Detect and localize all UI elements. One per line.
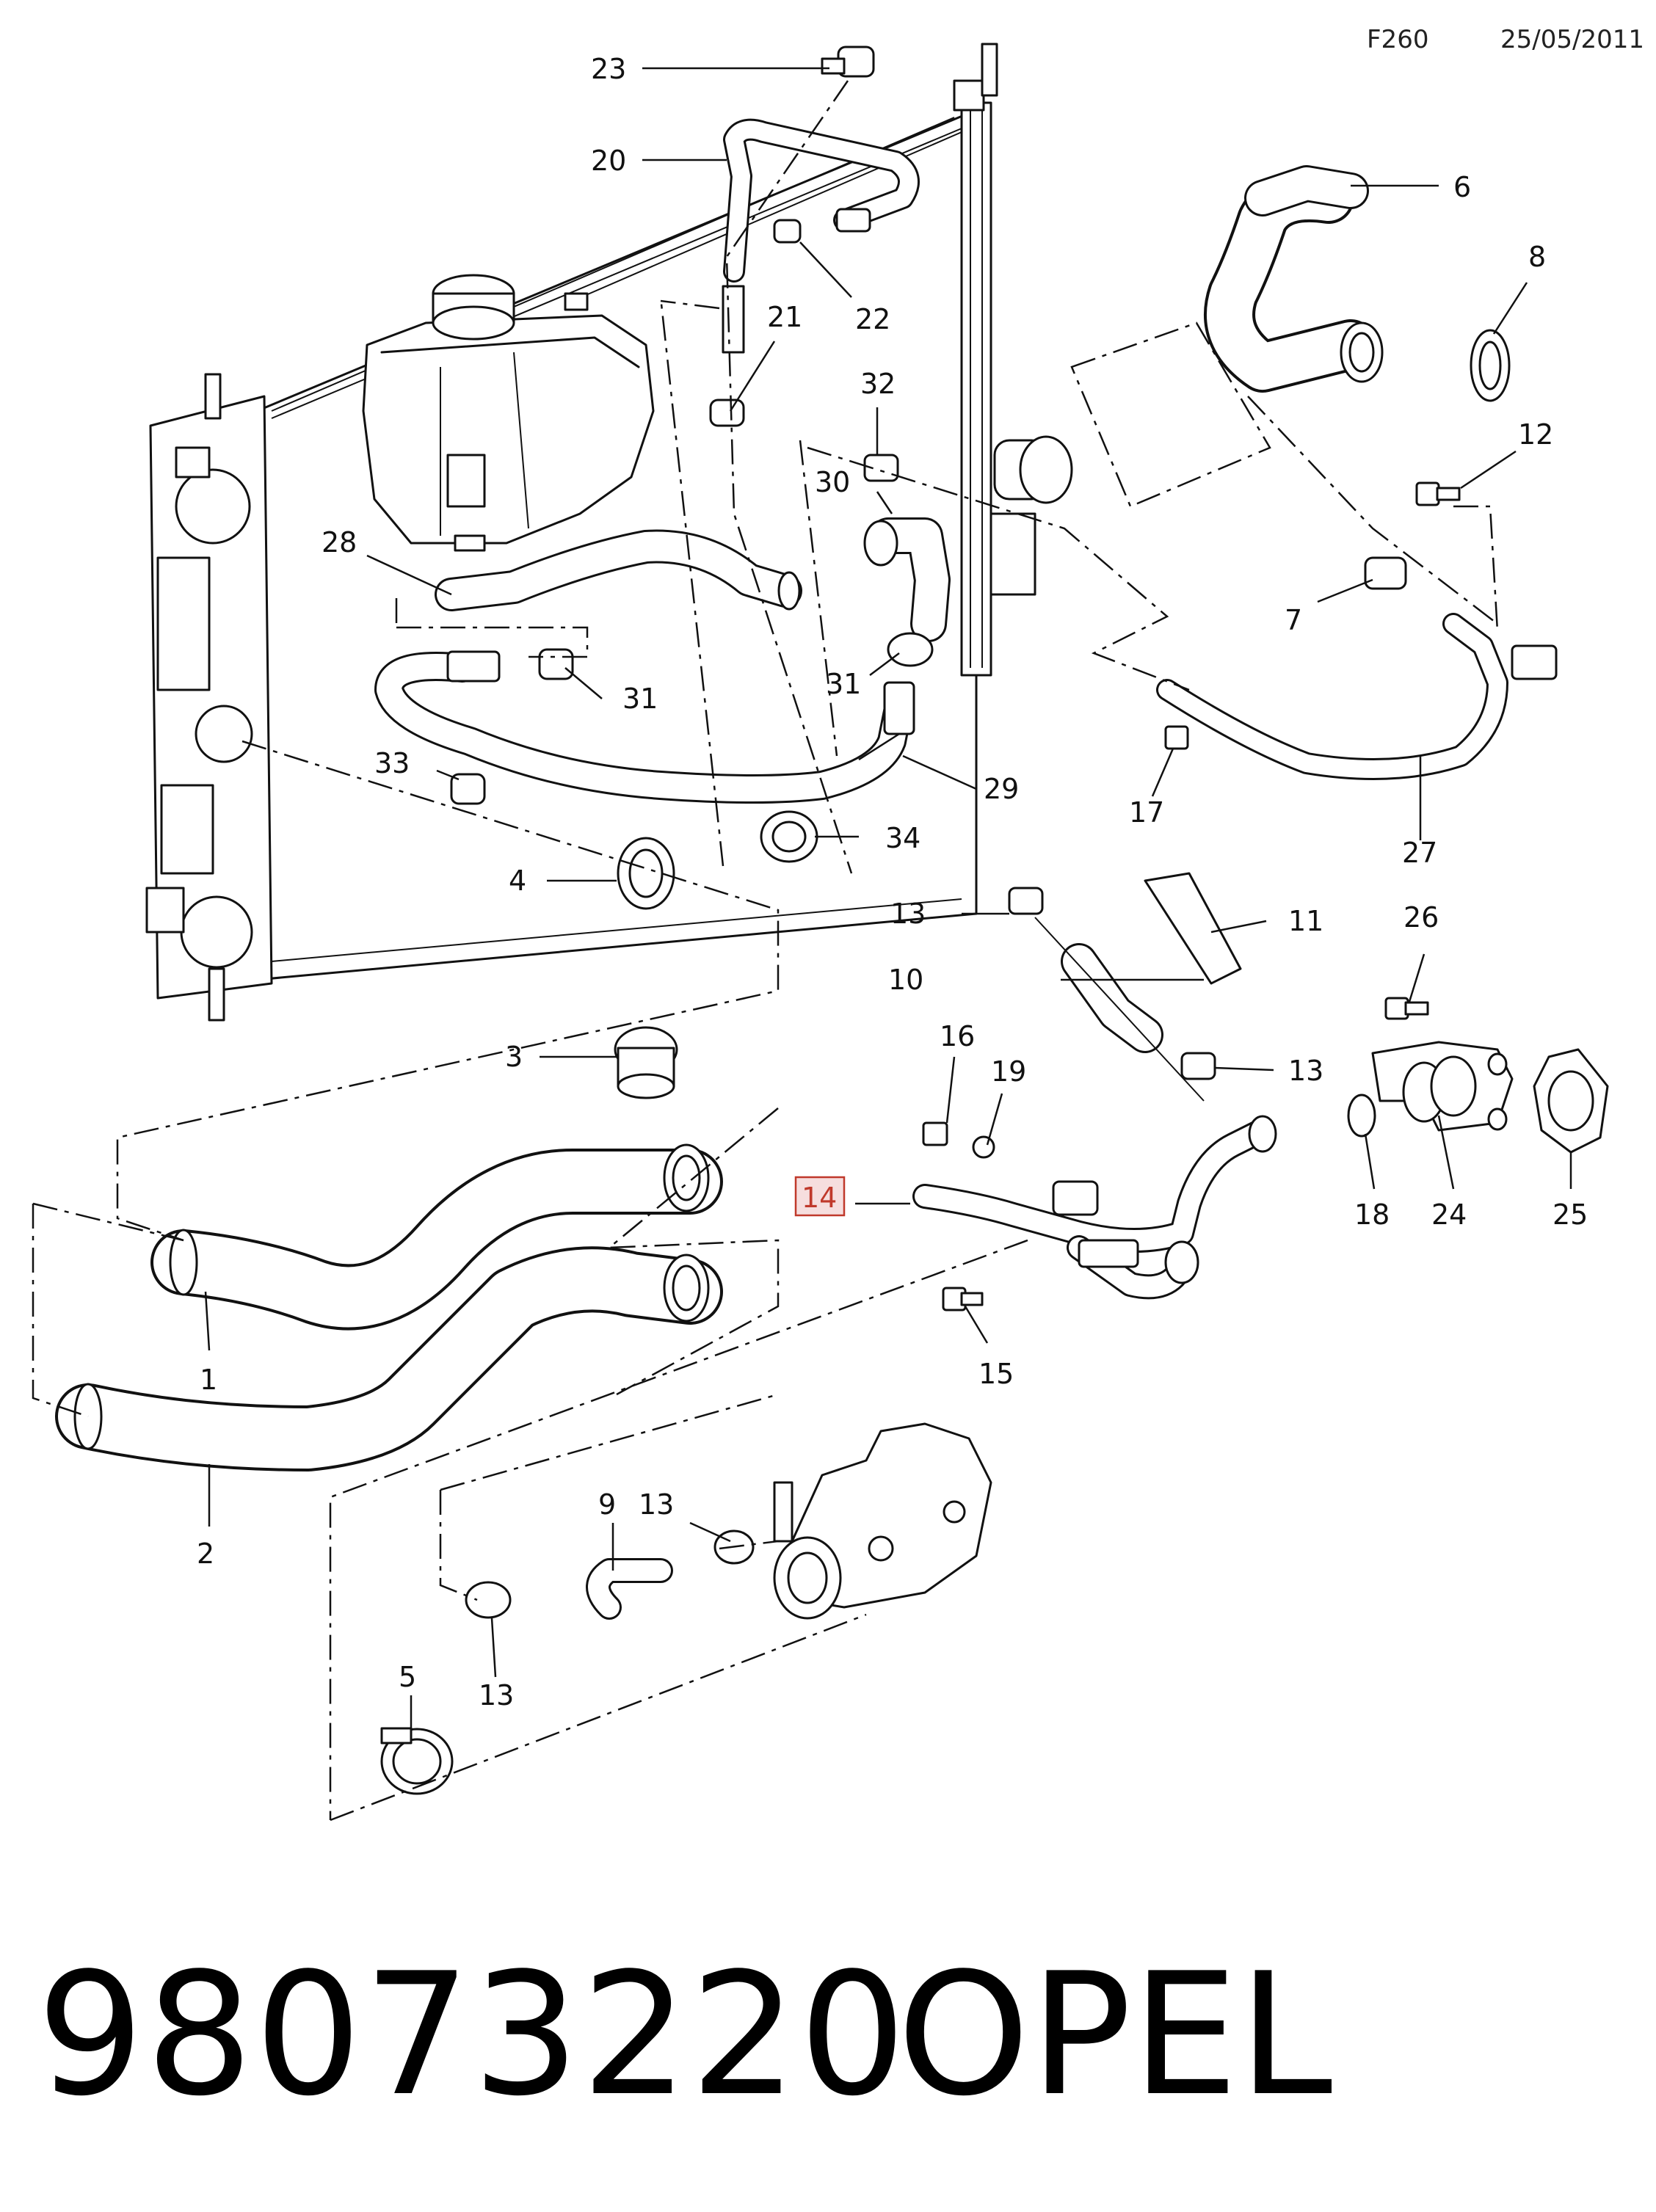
callout-28[interactable]: 28	[322, 526, 357, 559]
clamp-31-left	[538, 648, 574, 680]
bolt-26	[1384, 997, 1429, 1020]
callout-13-lower-right[interactable]: 13	[639, 1488, 674, 1521]
washer-19	[972, 1135, 995, 1159]
callout-21[interactable]: 21	[767, 301, 802, 333]
clamp-5	[380, 1727, 454, 1795]
thermostat-housing	[773, 1422, 992, 1620]
callout-3[interactable]: 3	[505, 1041, 523, 1073]
callout-23[interactable]: 23	[591, 53, 626, 85]
clamp-8	[1470, 329, 1511, 402]
callout-13-mid[interactable]: 13	[1288, 1055, 1323, 1087]
sheet-code: F260	[1367, 25, 1429, 54]
phantom-lines	[32, 80, 1499, 1822]
bolt-12	[1415, 481, 1461, 506]
diagram-date: 25/05/2011	[1500, 25, 1644, 54]
housing-24	[1371, 1041, 1514, 1132]
callout-16[interactable]: 16	[940, 1020, 975, 1052]
hose-10	[1034, 917, 1205, 1102]
callout-30[interactable]: 30	[815, 466, 850, 498]
callout-20[interactable]: 20	[591, 145, 626, 177]
hose-1	[150, 1143, 723, 1331]
gasket-25	[1533, 1048, 1609, 1154]
hose-2	[55, 1246, 723, 1471]
callout-11[interactable]: 11	[1288, 905, 1323, 937]
callout-32[interactable]: 32	[860, 368, 896, 400]
callout-27[interactable]: 27	[1402, 837, 1437, 869]
pipe-27	[1156, 613, 1558, 780]
callout-14[interactable]: 14	[802, 1182, 837, 1214]
clamp-23	[821, 46, 875, 78]
ring-18	[1347, 1094, 1376, 1138]
clamp-33	[450, 773, 486, 805]
callout-24[interactable]: 24	[1431, 1198, 1467, 1231]
leader-lines	[204, 67, 1572, 1732]
bolt-17	[1164, 725, 1189, 750]
callout-1[interactable]: 1	[200, 1364, 217, 1396]
callout-26[interactable]: 26	[1403, 901, 1439, 934]
callout-19[interactable]: 19	[991, 1055, 1026, 1088]
hose-28	[435, 529, 802, 611]
hose-30	[863, 517, 951, 642]
exploded-parts-diagram: 23 20 22 21 32 28 30 31 31 29 33 34 4 3 …	[32, 43, 1609, 1822]
sleeve-11	[1144, 872, 1242, 985]
part-number: 98073220	[37, 1938, 908, 2133]
callout-34[interactable]: 34	[885, 822, 920, 854]
callout-5[interactable]: 5	[399, 1661, 416, 1693]
callout-17[interactable]: 17	[1129, 796, 1164, 829]
callout-22[interactable]: 22	[855, 303, 890, 335]
clamp-4	[617, 837, 675, 910]
clamp-7	[1364, 556, 1407, 590]
callout-2[interactable]: 2	[197, 1538, 214, 1570]
clamp-13-lower-left	[465, 1581, 512, 1619]
callout-29[interactable]: 29	[984, 773, 1019, 805]
clamp-34	[760, 810, 818, 863]
bolt-15	[942, 1287, 984, 1311]
clamp-32	[863, 454, 899, 482]
callout-15[interactable]: 15	[978, 1358, 1014, 1390]
callout-4[interactable]: 4	[509, 865, 526, 897]
callout-8[interactable]: 8	[1528, 241, 1546, 273]
brand-name: OPEL	[897, 1938, 1333, 2133]
callout-6[interactable]: 6	[1453, 171, 1471, 203]
callout-10[interactable]: 10	[888, 964, 923, 996]
clamp-21	[709, 399, 745, 427]
clamp-3	[614, 1026, 678, 1099]
hose-6	[1204, 165, 1384, 393]
clamp-13-mid	[1180, 1052, 1216, 1080]
callout-18[interactable]: 18	[1354, 1198, 1390, 1231]
callout-7[interactable]: 7	[1285, 604, 1302, 636]
callout-13-lower-left[interactable]: 13	[479, 1679, 514, 1711]
callout-33[interactable]: 33	[374, 747, 410, 779]
callout-31-left[interactable]: 31	[622, 683, 658, 715]
pipe-14	[912, 1115, 1277, 1300]
callout-14-highlight	[794, 1176, 846, 1217]
callout-labels: 23 20 22 21 32 28 30 31 31 29 33 34 4 3 …	[197, 53, 1588, 1711]
expansion-tank	[362, 131, 962, 552]
clamp-22	[773, 219, 802, 244]
callout-9[interactable]: 9	[598, 1488, 616, 1521]
callout-13-upper[interactable]: 13	[890, 898, 926, 930]
clamp-13-upper	[1008, 887, 1044, 915]
callout-31-right[interactable]: 31	[826, 668, 861, 700]
hose-9	[586, 1558, 673, 1620]
callout-25[interactable]: 25	[1552, 1198, 1588, 1231]
hose-20	[722, 118, 920, 354]
callout-12[interactable]: 12	[1518, 418, 1553, 451]
clamp-31-right	[887, 632, 934, 667]
bolt-16	[922, 1121, 948, 1146]
